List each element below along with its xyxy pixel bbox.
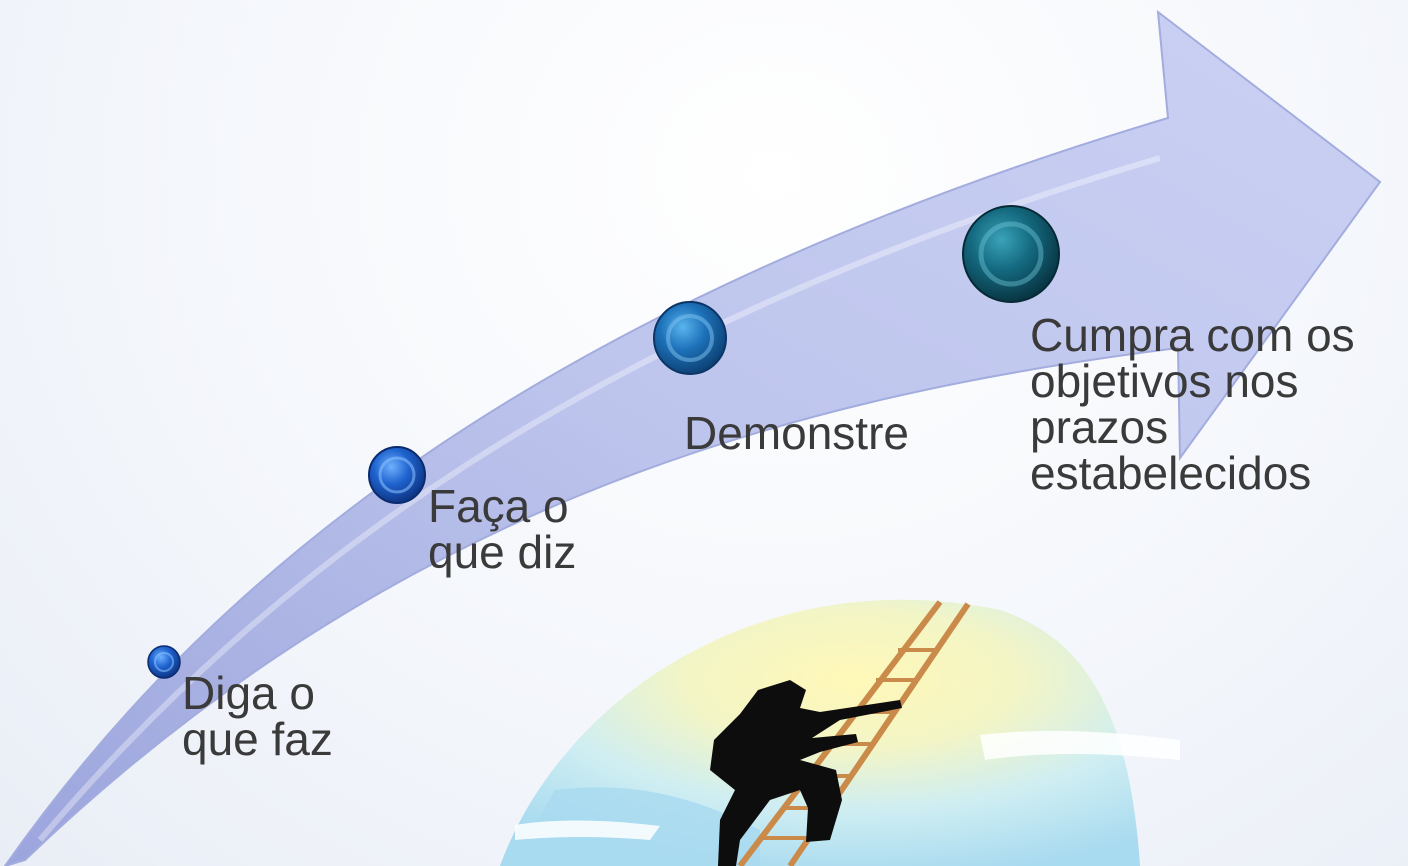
step-label-4: Cumpra com os objetivos nos prazos estab… [1030,312,1355,496]
arrow-highlight [37,155,1161,842]
step-dot-2 [368,446,426,504]
step-label-4-line-2: objetivos nos [1030,355,1299,407]
step-label-4-line-3: prazos [1030,401,1169,453]
step-dot-4 [962,205,1060,303]
step-label-2-line-1: Faça o [428,480,569,532]
step-label-4-line-1: Cumpra com os [1030,309,1355,361]
step-label-2: Faça o que diz [428,483,576,575]
step-label-1: Diga o que faz [182,670,333,762]
step-dot-1 [147,645,181,679]
step-dot-3 [653,301,727,375]
step-label-3: Demonstre [684,410,909,456]
step-label-3-line-1: Demonstre [684,407,909,459]
step-label-2-line-2: que diz [428,526,577,578]
step-label-1-line-2: que faz [182,713,333,765]
step-label-1-line-1: Diga o [182,667,315,719]
man-climbing-ladder-icon [500,599,1180,866]
step-label-4-line-4: estabelecidos [1030,447,1312,499]
